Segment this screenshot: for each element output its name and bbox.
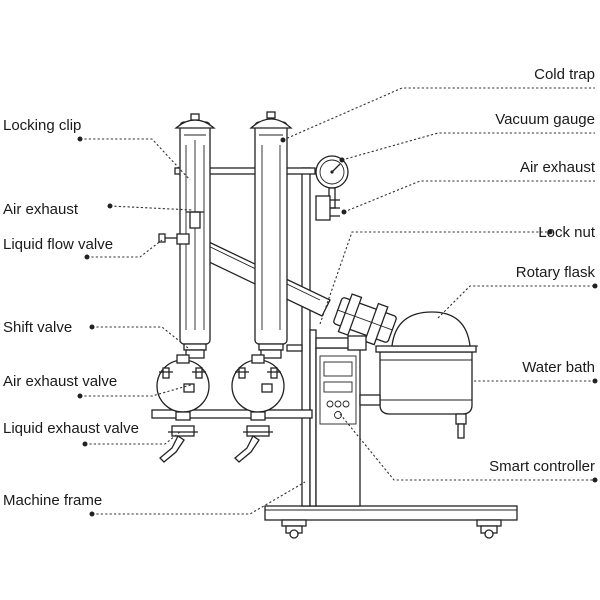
label-cold-trap: Cold trap [534,66,595,83]
label-liquid-exhaust-valve: Liquid exhaust valve [3,420,139,437]
label-liquid-flow-valve: Liquid flow valve [3,236,113,253]
label-vacuum-gauge: Vacuum gauge [495,111,595,128]
lock-nut-assembly [333,293,397,351]
machine-base [264,505,518,539]
liquid-flow-valve [158,211,204,245]
label-air-exhaust-valve: Air exhaust valve [3,373,117,390]
label-smart-controller: Smart controller [489,458,595,475]
right-condenser [249,111,303,359]
label-water-bath: Water bath [522,359,595,376]
label-shift-valve: Shift valve [3,319,72,336]
water-bath [359,345,477,439]
rotary-flask [384,311,478,347]
left-receiving-flask [156,354,210,463]
label-air-exhaust-right: Air exhaust [520,159,596,176]
label-machine-frame: Machine frame [3,492,102,509]
label-lock-nut: Lock nut [538,224,596,241]
label-rotary-flask: Rotary flask [516,264,596,281]
label-locking-clip: Locking clip [3,117,81,134]
label-air-exhaust-left: Air exhaust [3,201,79,218]
support-column [151,167,317,507]
right-receiving-flask [231,354,285,463]
vacuum-gauge [315,155,349,221]
controller-housing [315,337,361,507]
